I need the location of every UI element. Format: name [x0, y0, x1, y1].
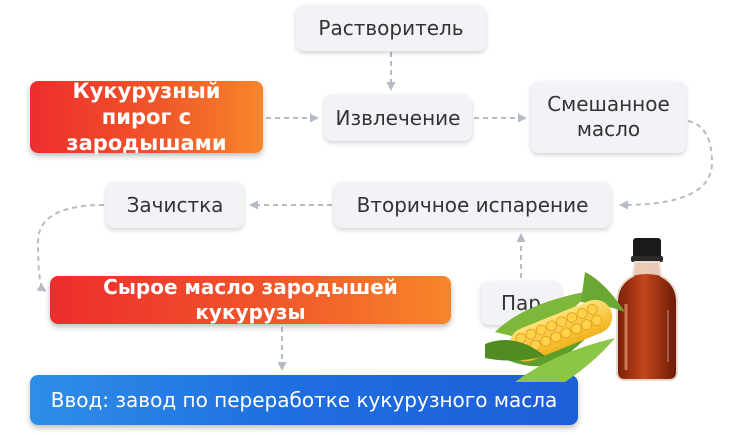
input-label: Ввод: завод по переработке кукурузного м…: [50, 387, 558, 412]
corn-icon: [485, 272, 625, 382]
germ-cake-box: Кукурузный пирог с зародышами: [30, 79, 263, 155]
mixed-oil-label: Смешанное масло: [547, 92, 670, 141]
germ-cake-label: Кукурузный пирог с зародышами: [66, 78, 227, 156]
refining-label: Зачистка: [126, 192, 224, 217]
refining-box: Зачистка: [106, 182, 244, 228]
input-box: Ввод: завод по переработке кукурузного м…: [30, 375, 578, 425]
crude-oil-label: Сырое масло зародышей кукурузы: [103, 275, 398, 324]
mixed-oil-box: Смешанное масло: [531, 81, 686, 153]
oil-bottle-icon: [616, 238, 678, 381]
solvent-label: Растворитель: [318, 15, 464, 40]
evaporation-box: Вторичное испарение: [334, 182, 611, 228]
crude-oil-box: Сырое масло зародышей кукурузы: [50, 275, 451, 324]
solvent-box: Растворитель: [296, 5, 486, 51]
evaporation-label: Вторичное испарение: [356, 192, 589, 217]
extraction-label: Извлечение: [335, 105, 461, 130]
extraction-box: Извлечение: [324, 95, 472, 141]
corn-and-oil-illustration: [485, 238, 678, 382]
arrow-refining-to-crude: [36, 204, 105, 292]
